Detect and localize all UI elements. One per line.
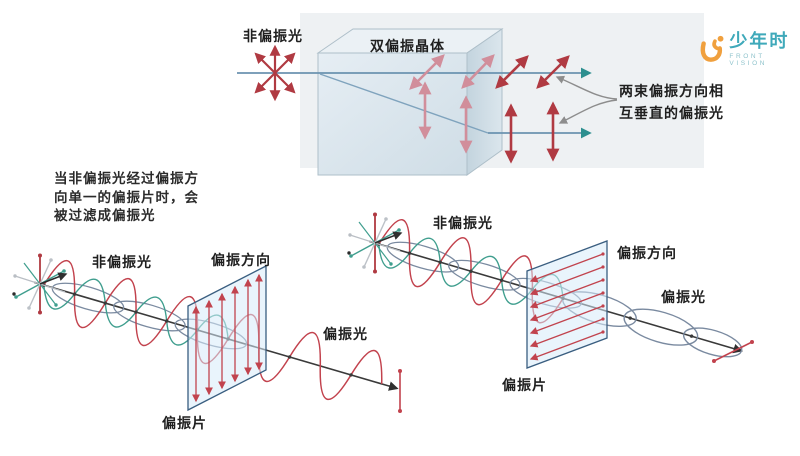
caption-line2: 向单一的偏振片时，会 [54,189,199,205]
caption-line1: 当非偏振光经过偏振方 [54,171,199,186]
outer-polarization-arrows [495,55,570,164]
brand-name: 少年时 [729,31,790,51]
top-note-line2: 互垂直的偏振光 [619,105,724,121]
brand-logo-icon [700,35,724,62]
brand-logo: 少年时 FRONT VISION [698,31,800,69]
right-polarizer-label: 偏振片 [502,377,547,393]
left-polarizer-label: 偏振片 [162,415,207,431]
horizontal-polarization-lines [529,253,604,361]
left-polarizer-sheet [187,264,267,412]
inner-polarization-arrows [409,54,495,154]
note-connector-lines [555,75,618,124]
unpolarized-light-arrows-icon [254,44,296,102]
polarization-line-dots [601,252,605,334]
vertical-polarization-lines [192,273,263,403]
caption-line3: 被过滤成偏振光 [54,208,156,224]
left-end-polarization-indicator [398,369,402,413]
right-unpolarized-label: 非偏振光 [433,215,493,231]
right-direction-label: 偏振方向 [617,245,677,261]
brand-text: 少年时 FRONT VISION [729,31,800,67]
top-note-line1: 两束偏振方向相 [619,83,724,99]
crystal-label: 双偏振晶体 [370,38,445,54]
left-polarizer-diagram [12,254,402,413]
left-direction-label: 偏振方向 [211,252,271,268]
right-polarizer-sheet [526,240,608,369]
caption-text: 当非偏振光经过偏振方 向单一的偏振片时，会 被过滤成偏振光 [54,170,199,226]
left-unpolarized-label: 非偏振光 [92,254,152,270]
right-end-polarization-indicator [712,340,754,363]
top-unpolarized-label: 非偏振光 [243,28,303,44]
brand-subtitle: FRONT VISION [729,53,768,67]
right-polarizer-diagram [347,213,754,369]
top-note: 两束偏振方向相 互垂直的偏振光 [619,80,724,124]
crystal-diagram [237,13,704,176]
right-polarized-label: 偏振光 [661,289,706,305]
left-polarized-label: 偏振光 [323,326,368,342]
